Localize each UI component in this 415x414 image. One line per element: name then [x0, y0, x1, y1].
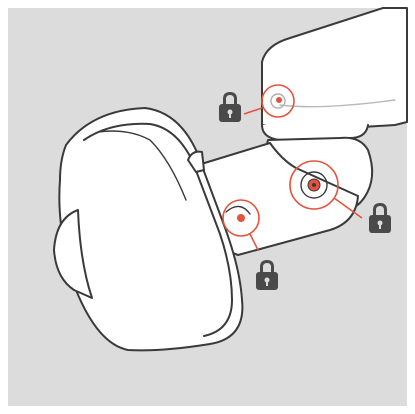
- screw-dot: [237, 214, 245, 222]
- screw-socket: [312, 183, 316, 187]
- screw-dot: [276, 97, 282, 103]
